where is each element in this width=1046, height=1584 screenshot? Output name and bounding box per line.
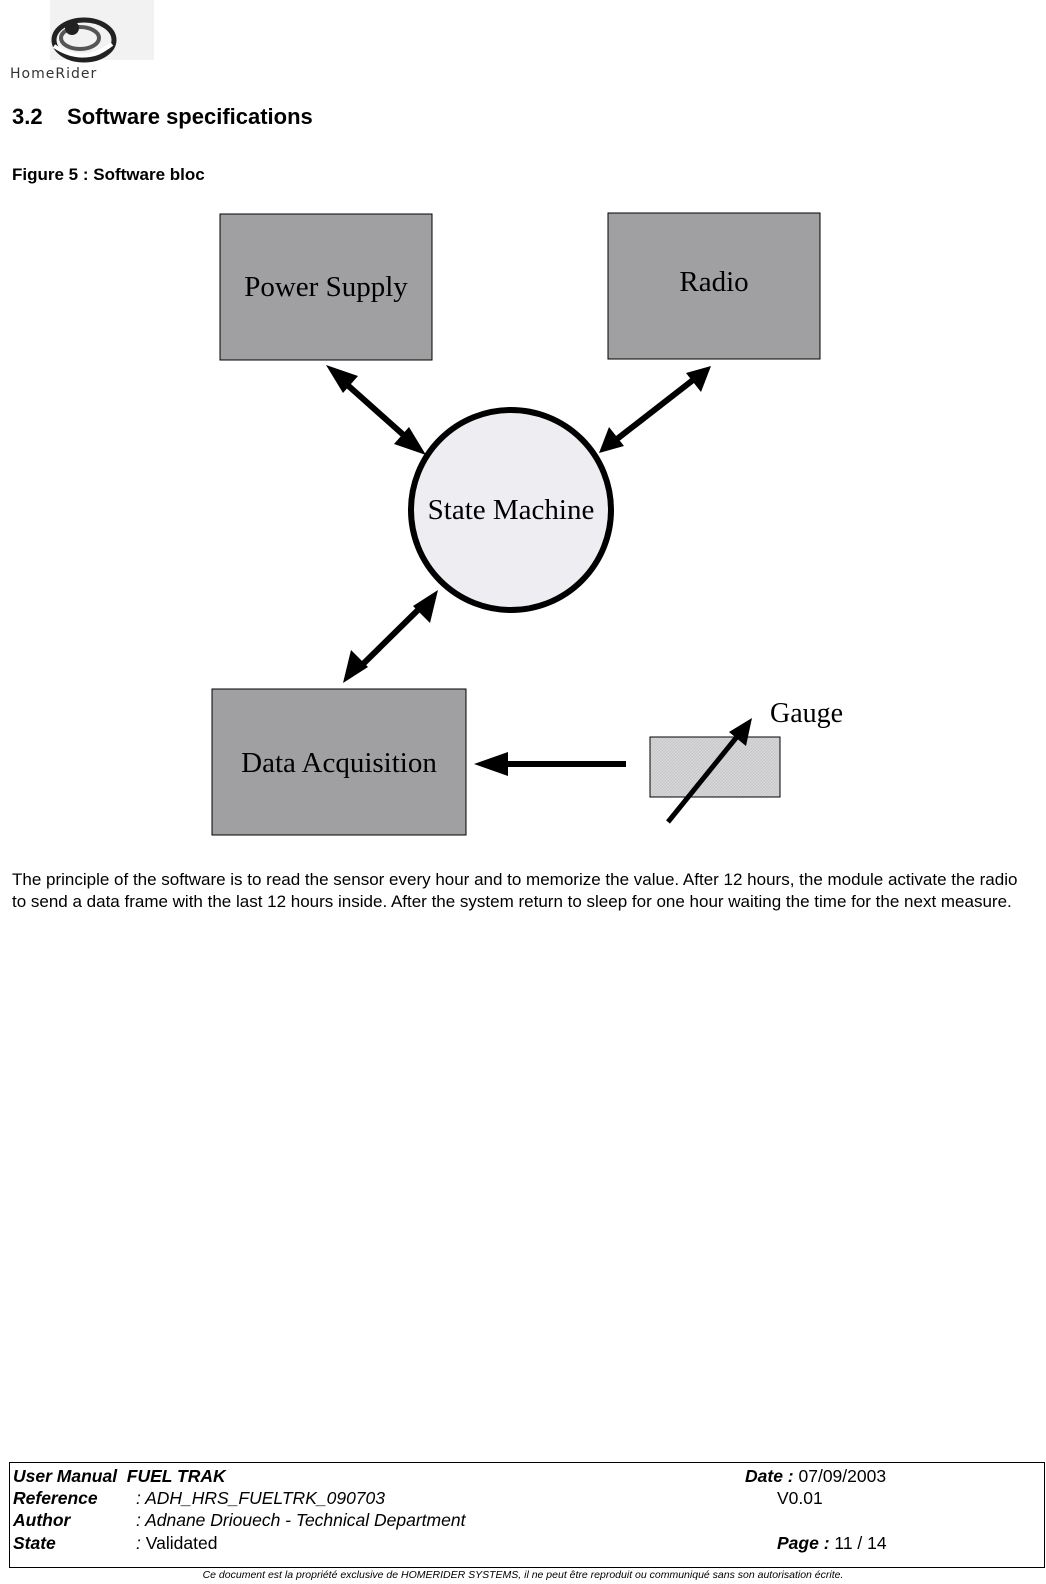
logo-emblem-icon (50, 0, 154, 63)
data-acquisition-label: Data Acquisition (241, 747, 437, 779)
state-label: State (13, 1533, 56, 1553)
footer-page: Page : 11 / 14 (777, 1532, 887, 1554)
section-number: 3.2 (12, 104, 43, 129)
body-paragraph: The principle of the software is to read… (12, 870, 1018, 911)
power-supply-label: Power Supply (244, 271, 408, 303)
reference-value: : ADH_HRS_FUELTRK_090703 (136, 1488, 385, 1508)
arrow-gauge-data-acquisition (474, 752, 626, 776)
confidentiality-note: Ce document est la propriété exclusive d… (202, 1569, 844, 1581)
version: V0.01 (777, 1488, 823, 1508)
power-supply-block: Power Supply (219, 213, 433, 361)
gauge-symbol: Gauge (649, 698, 843, 824)
section-title: Software specifications (67, 104, 313, 129)
software-block-diagram: Power Supply Radio State Machine Data Ac… (211, 212, 843, 836)
date-label: Date : (745, 1466, 794, 1486)
arrow-radio-state-machine (599, 366, 711, 453)
page-label: Page : (777, 1533, 830, 1553)
author-value: : Adnane Driouech - Technical Department (136, 1510, 466, 1530)
state-machine-node: State Machine (408, 407, 614, 613)
document-footer: User Manual FUEL TRAK Date : 07/09/2003 … (9, 1462, 1045, 1568)
figure-caption: Figure 5 : Software bloc (12, 165, 205, 184)
data-acquisition-block: Data Acquisition (211, 688, 467, 836)
homerider-logo (8, 0, 156, 84)
doc-title: FUEL TRAK (126, 1466, 226, 1486)
state-separator: : (136, 1533, 141, 1553)
doc-label: User Manual (13, 1466, 118, 1486)
page-value: 11 / 14 (834, 1533, 887, 1553)
footer-date: Date : 07/09/2003 (745, 1465, 886, 1487)
radio-block: Radio (607, 212, 821, 360)
date-value: 07/09/2003 (798, 1466, 887, 1486)
gauge-label: Gauge (770, 698, 843, 729)
state-value: Validated (145, 1533, 218, 1553)
footer-row-title: User Manual FUEL TRAK (13, 1465, 226, 1487)
section-heading: 3.2 Software specifications (12, 104, 313, 130)
arrow-state-machine-data-acquisition (343, 590, 438, 683)
logo-wordmark: HomeRider (10, 66, 98, 82)
state-field: : Validated (136, 1532, 217, 1554)
arrow-power-supply-state-machine (326, 365, 426, 455)
state-machine-label: State Machine (428, 494, 595, 526)
reference-label: Reference (13, 1488, 98, 1508)
author-label: Author (13, 1510, 71, 1530)
radio-label: Radio (679, 266, 748, 298)
